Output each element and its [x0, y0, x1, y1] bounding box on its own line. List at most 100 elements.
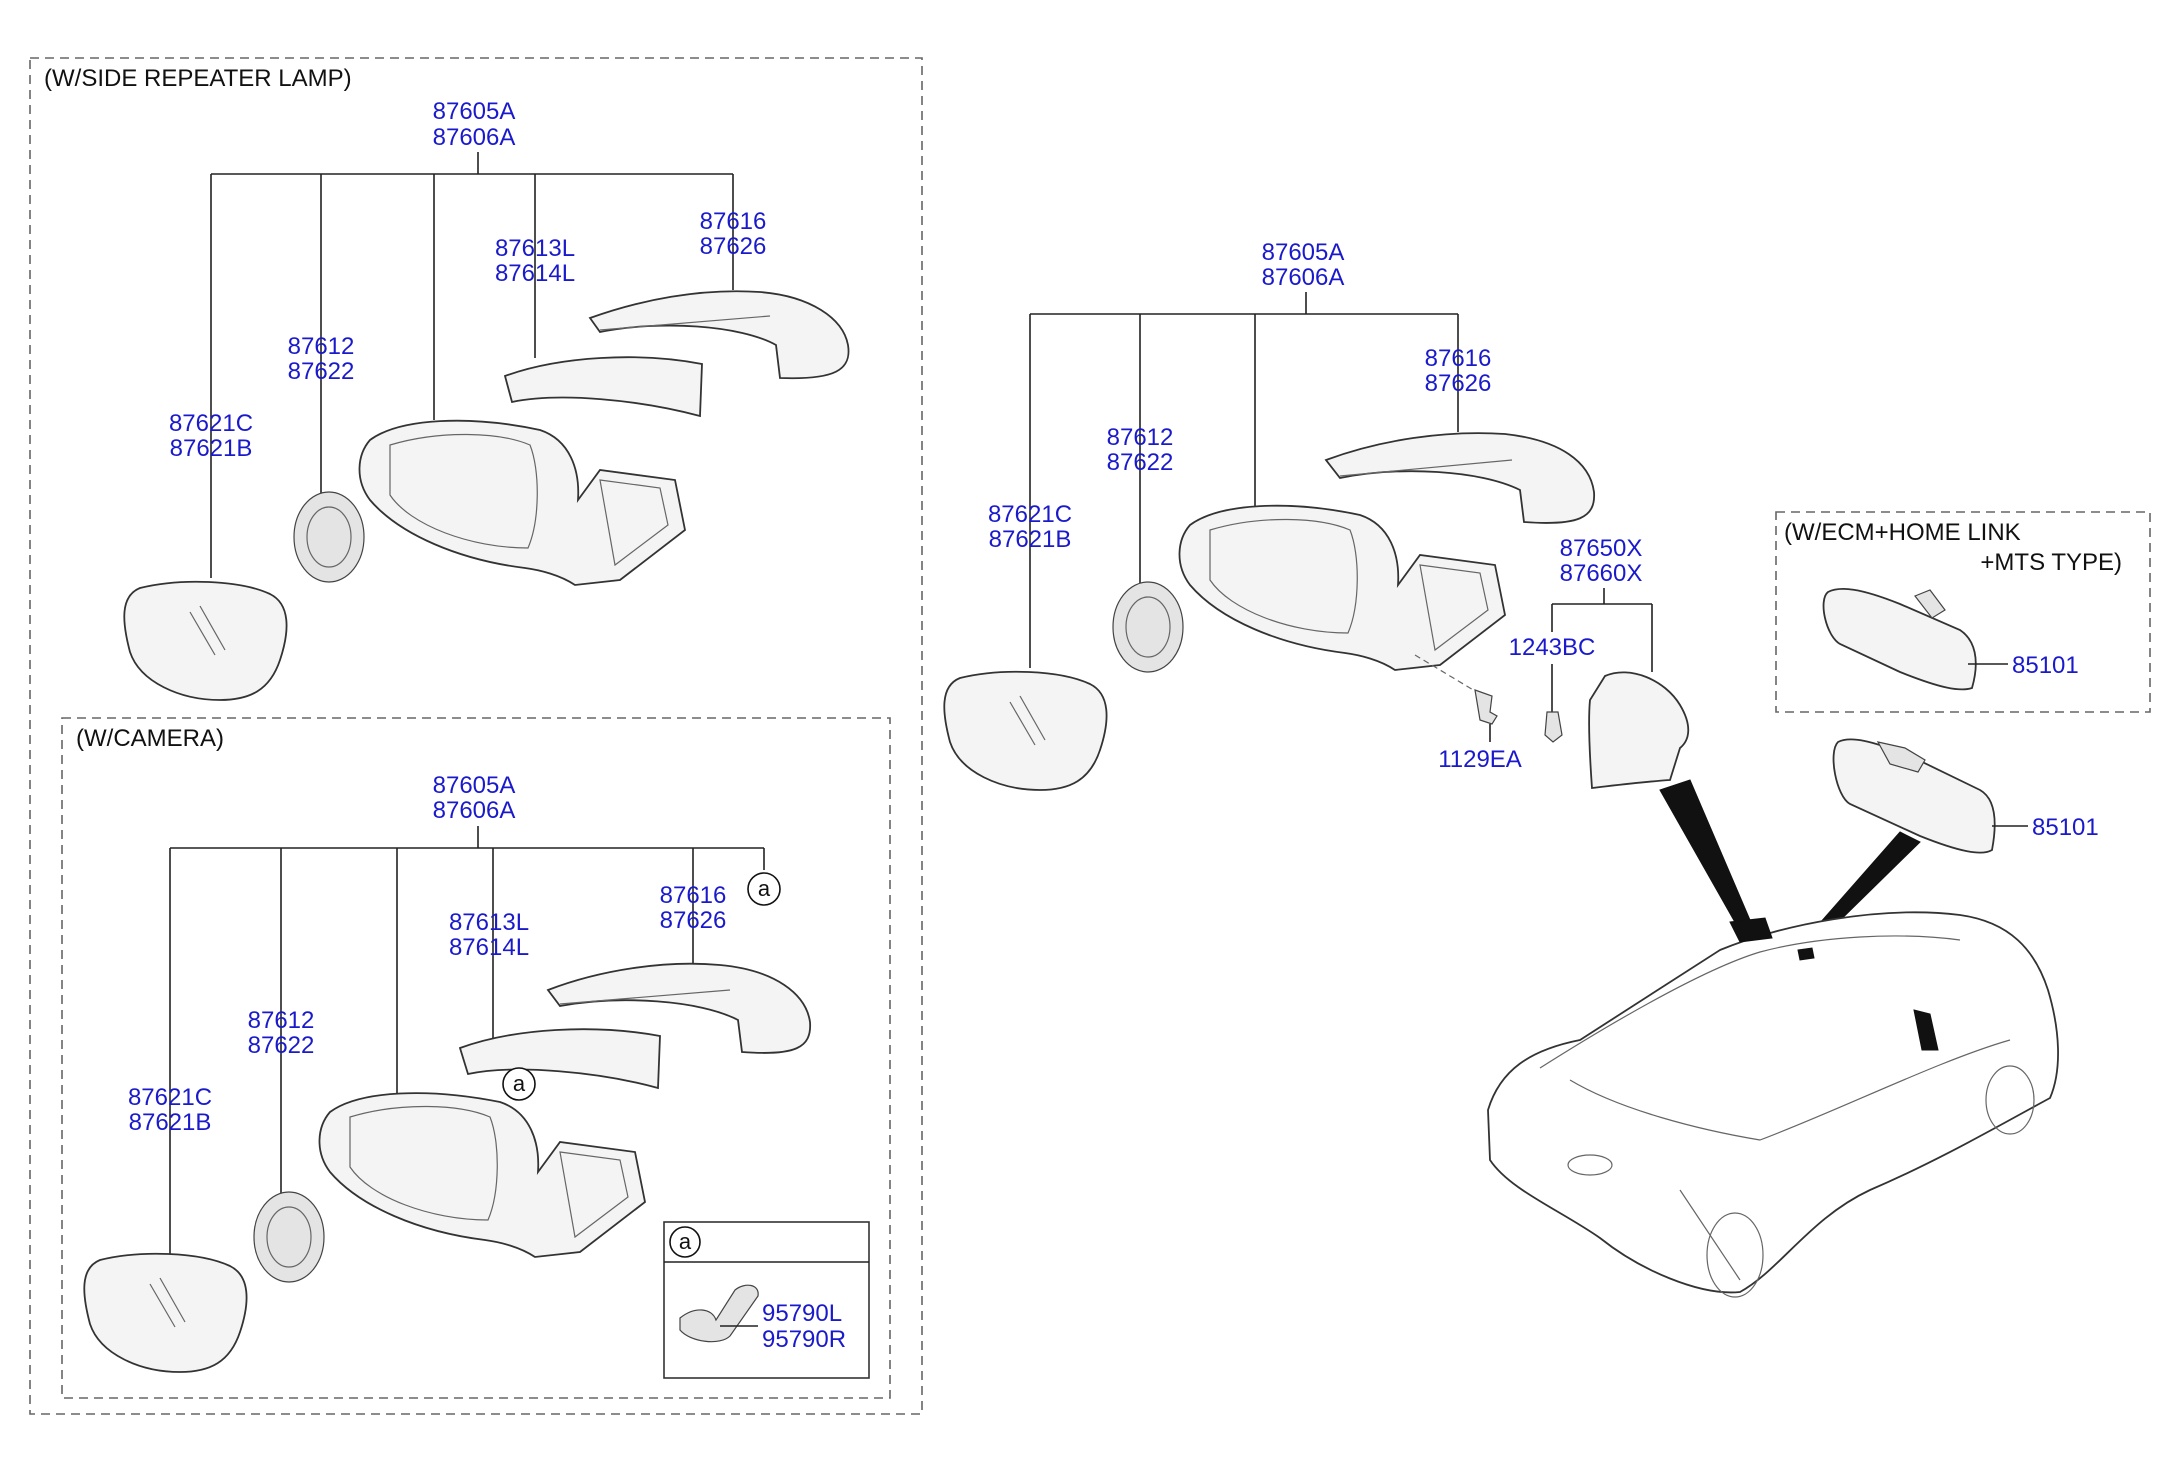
inset-marker: [669, 1226, 701, 1258]
label-assembly: 87605A: [1262, 239, 1345, 266]
leader-lines: [1029, 292, 1459, 668]
vehicle-outline: [1487, 911, 2059, 1294]
label-actuator: 87612: [248, 1007, 315, 1034]
vehicle-mirror-mark: [1729, 917, 1773, 943]
mirror-glass-part: [149, 1277, 186, 1328]
label-actuator: 87622: [248, 1032, 315, 1059]
actuator-part: [1125, 596, 1171, 658]
label-glass: 87621C: [988, 501, 1072, 528]
mirror-housing-part: [349, 1105, 498, 1221]
reference-marker-text: a: [758, 876, 771, 901]
label-glass: 87621C: [128, 1084, 212, 1111]
label-assembly: 87606A: [1262, 264, 1345, 291]
label-inner-cover: 87650X: [1560, 535, 1643, 562]
mirror-housing-part: [559, 1151, 629, 1239]
label-glass: 87621B: [129, 1109, 212, 1136]
mirror-housing-part: [389, 433, 538, 549]
group-side-repeater: (W/SIDE REPEATER LAMP) 87605A 87606A 876…: [29, 57, 923, 1415]
leader-lines: [169, 826, 765, 1265]
mirror-housing-part: [1209, 518, 1358, 634]
actuator-part: [253, 1191, 325, 1283]
mirror-cover-part: [588, 290, 850, 380]
mirror-glass-part: [1009, 695, 1046, 746]
vehicle-side-mirror-mark: [1913, 1009, 1939, 1051]
ecm-mirror-part: [1914, 589, 1946, 619]
group-title-side-repeater: (W/SIDE REPEATER LAMP): [44, 65, 352, 92]
actuator-part: [293, 491, 365, 583]
bolt-axis: [1414, 654, 1481, 695]
camera-inset-box: [663, 1221, 870, 1379]
camera-part: [679, 1284, 759, 1343]
label-assembly: 87605A: [433, 772, 516, 799]
leader-lines: [210, 152, 734, 578]
repeater-lamp-part: [503, 356, 703, 418]
label-repeater-lamp: 87614L: [449, 934, 529, 961]
inset-marker-text: a: [679, 1229, 692, 1254]
ecm-title-line2: +MTS TYPE): [1980, 549, 2122, 576]
label-glass: 87621B: [989, 526, 1072, 553]
mirror-housing-part: [358, 419, 686, 586]
label-camera: 95790L: [762, 1300, 842, 1327]
group-ecm: (W/ECM+HOME LINK +MTS TYPE) 85101: [1775, 511, 2151, 713]
ecm-mirror-part: [1822, 587, 1977, 691]
outer-dashed-box: [29, 57, 923, 1415]
reference-marker: [502, 1067, 536, 1101]
label-cover: 87616: [1425, 345, 1492, 372]
actuator-part: [306, 506, 352, 568]
camera-dashed-box: [61, 717, 891, 1399]
inner-cover-part: [1588, 671, 1690, 789]
vehicle-wheel-rear: [1706, 1212, 1764, 1298]
label-repeater-lamp: 87613L: [449, 909, 529, 936]
ecm-title-line1: (W/ECM+HOME LINK: [1784, 519, 2021, 546]
label-assembly: 87605A: [433, 98, 516, 125]
vehicle-belt-line: [1569, 1039, 2011, 1141]
label-cover: 87626: [700, 233, 767, 260]
label-assembly: 87606A: [433, 797, 516, 824]
label-cover: 87626: [660, 907, 727, 934]
label-glass: 87621B: [170, 435, 253, 462]
label-repeater-lamp: 87613L: [495, 235, 575, 262]
mirror-cover-part: [599, 315, 771, 331]
mirror-housing-part: [1178, 504, 1506, 671]
label-actuator: 87612: [1107, 424, 1174, 451]
mirror-housing-part: [318, 1092, 646, 1258]
leader-lines: [1551, 588, 1653, 672]
bolt-part: [1474, 689, 1498, 725]
label-inside-mirror: 85101: [2032, 814, 2099, 841]
mirror-glass-part: [943, 670, 1108, 791]
label-cover: 87626: [1425, 370, 1492, 397]
mirror-glass-part: [83, 1252, 248, 1373]
label-assembly: 87606A: [433, 124, 516, 151]
mirror-housing-part: [1419, 564, 1489, 652]
pointer-wedge: [1659, 779, 1751, 925]
label-bolt: 1129EA: [1438, 746, 1522, 773]
label-cover: 87616: [700, 208, 767, 235]
mirror-housing-part: [599, 479, 669, 567]
group-inside-mirror: 85101: [1487, 738, 2099, 1298]
inside-mirror-part: [1876, 741, 1926, 773]
ecm-dashed-box: [1775, 511, 2151, 713]
mirror-cover-part: [1324, 432, 1595, 524]
group-camera: (W/CAMERA) 87605A 87606A a 87616 87626 8…: [61, 717, 891, 1399]
reference-marker-text: a: [513, 1071, 526, 1096]
vehicle-wheel-front: [1985, 1065, 2035, 1135]
mirror-glass-part: [189, 605, 226, 656]
actuator-part: [266, 1206, 312, 1268]
mirror-cover-part: [1339, 459, 1513, 477]
label-repeater-lamp: 87614L: [495, 260, 575, 287]
mirror-cover-part: [559, 989, 731, 1005]
mirror-cover-part: [546, 962, 811, 1054]
label-camera: 95790R: [762, 1326, 846, 1353]
vehicle-inside-mirror-mark: [1797, 947, 1815, 961]
reference-marker: [747, 872, 781, 906]
vehicle-badge: [1567, 1154, 1613, 1176]
repeater-lamp-part: [458, 1028, 661, 1090]
label-cover: 87616: [660, 882, 727, 909]
label-actuator: 87612: [288, 333, 355, 360]
label-actuator: 87622: [288, 358, 355, 385]
label-glass: 87621C: [169, 410, 253, 437]
screw-part: [1544, 711, 1563, 743]
label-actuator: 87622: [1107, 449, 1174, 476]
group-main: 87605A 87606A 87616 87626 87612 87622 87…: [943, 239, 1690, 791]
